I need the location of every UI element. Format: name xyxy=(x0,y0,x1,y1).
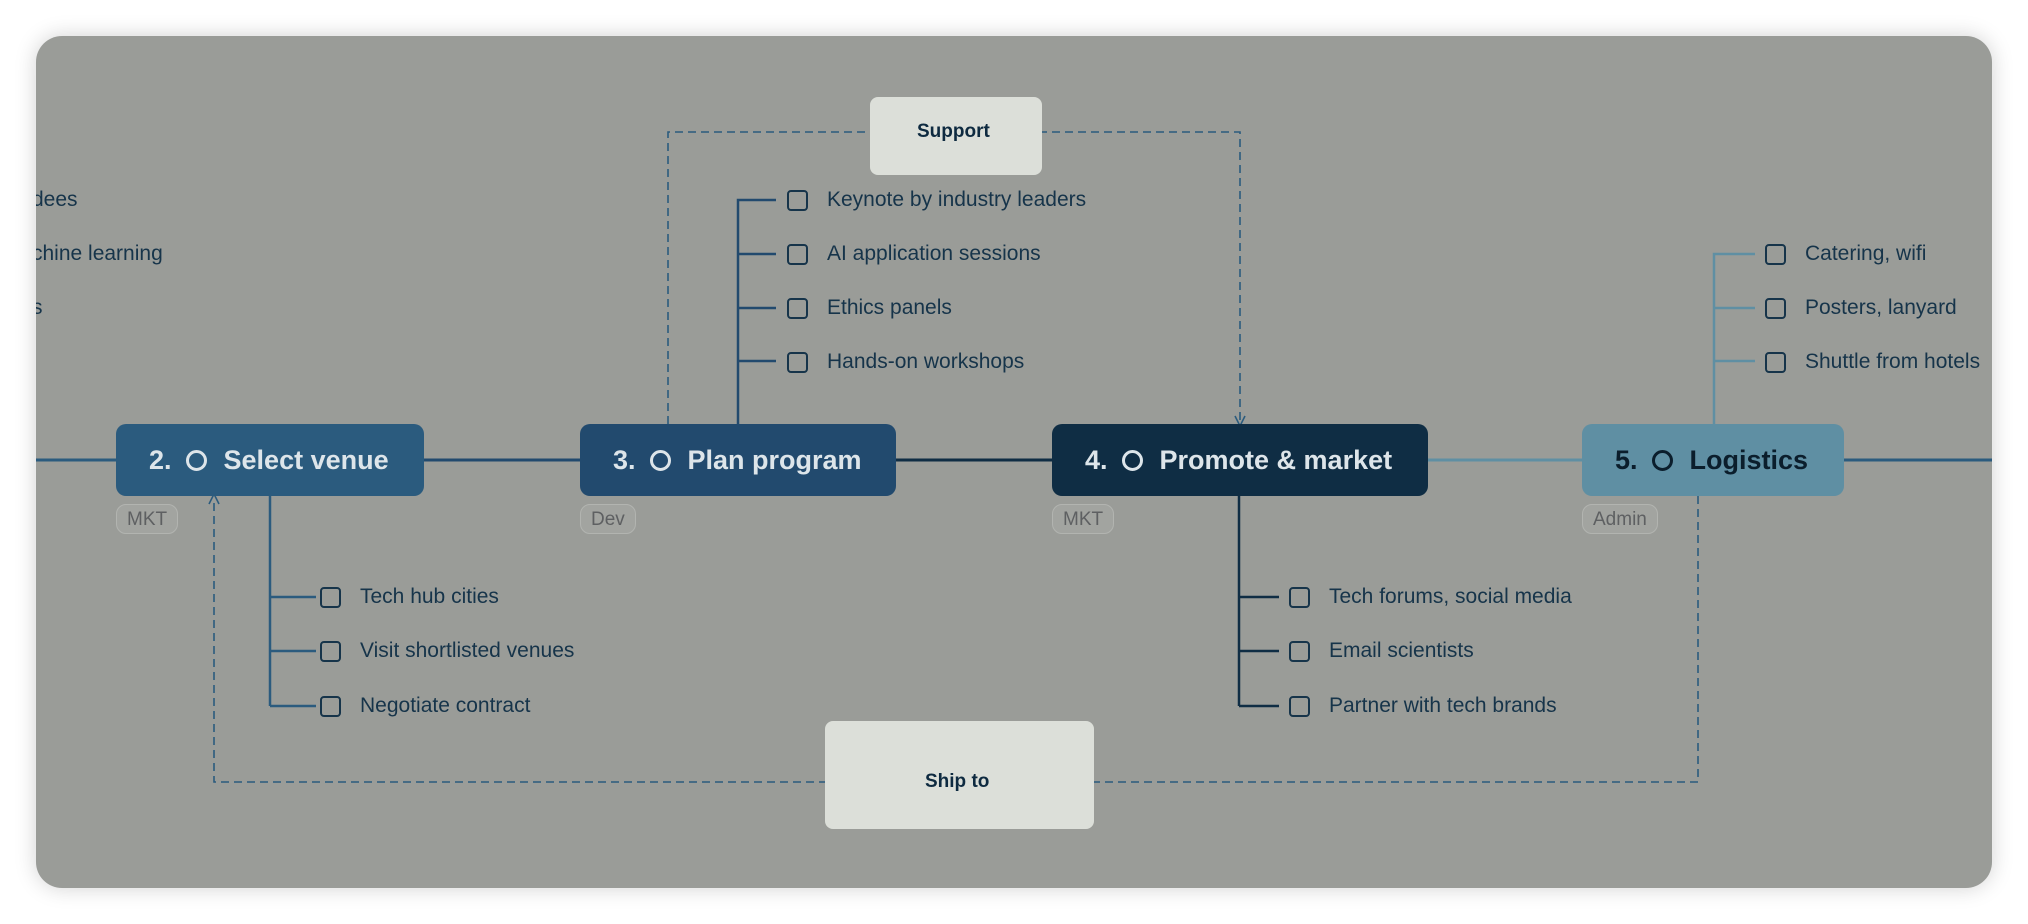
node-number: 3. xyxy=(613,444,636,475)
checkbox-icon[interactable] xyxy=(1289,695,1310,717)
list-item[interactable]: Visit shortlisted venues xyxy=(320,633,574,669)
branch-node-4 xyxy=(1237,496,1279,708)
checkbox-icon[interactable] xyxy=(787,351,808,373)
list-item-clipped[interactable]: chine learning xyxy=(36,242,163,265)
checkbox-icon[interactable] xyxy=(1765,243,1786,265)
node-title: Select venue xyxy=(223,444,389,475)
checkbox-icon[interactable] xyxy=(320,640,341,662)
node-plan-program[interactable]: 3. Plan program xyxy=(580,424,896,496)
branch-node-5 xyxy=(1712,252,1755,424)
node-number: 2. xyxy=(149,444,172,475)
node-title: Logistics xyxy=(1689,444,1809,475)
checkbox-icon[interactable] xyxy=(1289,586,1310,608)
checkbox-icon[interactable] xyxy=(320,586,341,608)
checkbox-icon[interactable] xyxy=(787,189,808,211)
checkbox-icon[interactable] xyxy=(1289,640,1310,662)
list-item[interactable]: Tech hub cities xyxy=(320,579,499,615)
list-item[interactable]: Shuttle from hotels xyxy=(1765,344,1980,380)
list-item[interactable]: Ethics panels xyxy=(787,290,952,326)
node-select-venue[interactable]: 2. Select venue xyxy=(116,424,424,496)
list-item[interactable]: Email scientists xyxy=(1289,633,1474,669)
list-item[interactable]: Partner with tech brands xyxy=(1289,688,1557,724)
list-item[interactable]: Tech forums, social media xyxy=(1289,579,1572,615)
support-label: Support xyxy=(913,120,994,144)
node-title: Promote & market xyxy=(1159,444,1393,475)
node-tag[interactable]: Admin xyxy=(1582,504,1658,534)
checkbox-icon[interactable] xyxy=(787,297,808,319)
node-logistics[interactable]: 5. Logistics xyxy=(1582,424,1844,496)
list-item[interactable]: Hands-on workshops xyxy=(787,344,1024,380)
node-title: Plan program xyxy=(687,444,862,475)
status-circle-icon[interactable] xyxy=(185,449,207,471)
branch-node-2 xyxy=(268,496,316,708)
status-circle-icon[interactable] xyxy=(1651,449,1673,471)
ship-to-label: Ship to xyxy=(921,770,994,794)
list-item-clipped[interactable]: s xyxy=(36,296,43,319)
list-item-clipped[interactable]: dees xyxy=(36,188,78,211)
status-circle-icon[interactable] xyxy=(1121,449,1143,471)
checkbox-icon[interactable] xyxy=(787,243,808,265)
checkbox-icon[interactable] xyxy=(1765,297,1786,319)
list-item[interactable]: Keynote by industry leaders xyxy=(787,182,1086,218)
node-tag[interactable]: MKT xyxy=(116,504,179,534)
diagram-canvas: Support Ship to dees chine learning s 2.… xyxy=(36,36,1992,888)
checkbox-icon[interactable] xyxy=(320,695,341,717)
checkbox-icon[interactable] xyxy=(1765,351,1786,373)
node-promote-market[interactable]: 4. Promote & market xyxy=(1052,424,1428,496)
branch-node-3 xyxy=(736,198,776,424)
list-item[interactable]: Negotiate contract xyxy=(320,688,530,724)
list-item[interactable]: Catering, wifi xyxy=(1765,236,1926,272)
status-circle-icon[interactable] xyxy=(649,449,671,471)
relation-support-line xyxy=(667,131,1241,424)
node-tag[interactable]: MKT xyxy=(1052,504,1115,534)
node-number: 5. xyxy=(1615,444,1638,475)
node-number: 4. xyxy=(1085,444,1108,475)
node-tag[interactable]: Dev xyxy=(580,504,636,534)
list-item[interactable]: AI application sessions xyxy=(787,236,1041,272)
list-item[interactable]: Posters, lanyard xyxy=(1765,290,1957,326)
